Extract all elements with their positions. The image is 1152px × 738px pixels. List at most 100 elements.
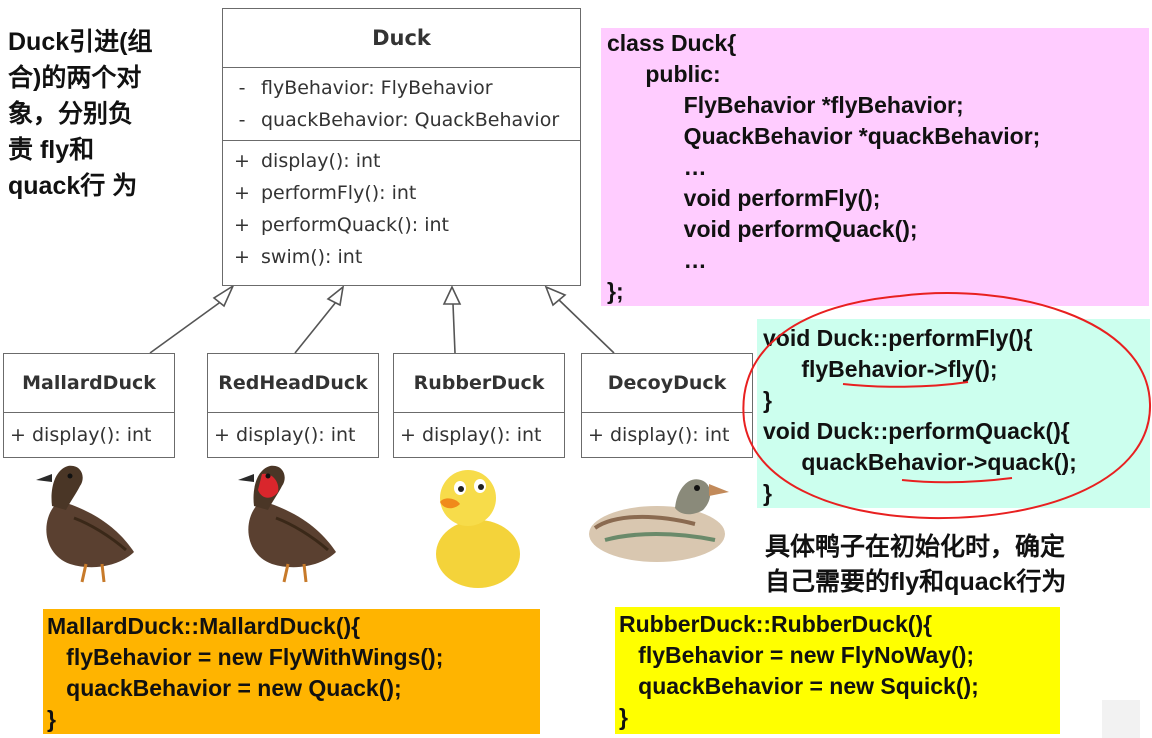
attribute-row: -flyBehavior: FlyBehavior — [223, 72, 580, 104]
duck-class-name: Duck — [223, 9, 580, 68]
inheritance-line — [294, 301, 337, 354]
code-line: public: — [607, 61, 721, 87]
code-line: … — [607, 154, 707, 180]
code-line: void Duck::performFly(){ — [763, 325, 1033, 351]
method-row: + display(): int — [394, 419, 564, 451]
code-line: void Duck::performQuack(){ — [763, 418, 1070, 444]
method-text: display(): int — [610, 424, 730, 446]
method-text: display(): int — [32, 424, 152, 446]
method-row: + performQuack(): int — [223, 209, 580, 241]
code-line: quackBehavior = new Quack(); — [47, 675, 402, 701]
code-line: } — [47, 706, 56, 732]
intro-line: Duck引进(组 — [8, 28, 153, 56]
mallard-constructor-code-block: MallardDuck::MallardDuck(){ flyBehavior … — [43, 609, 540, 734]
method-implementation-code-block: void Duck::performFly(){ flyBehavior->fl… — [757, 319, 1150, 508]
inheritance-arrowhead — [442, 285, 462, 305]
inheritance-arrowhead — [326, 285, 345, 307]
visibility-marker: + — [234, 182, 250, 204]
duck-methods: + display(): int + performFly(): int + perf… — [223, 141, 580, 277]
subclass-methods: + display(): int — [208, 413, 378, 457]
duck-attributes: -flyBehavior: FlyBehavior -quackBehavior… — [223, 68, 580, 141]
intro-text: Duck引进(组 合)的两个对 象，分别负 责 fly和 quack行 为 — [8, 24, 198, 204]
decoy-duck-image — [589, 479, 729, 562]
method-text: performQuack(): int — [261, 214, 449, 236]
duck-class-box: Duck -flyBehavior: FlyBehavior -quackBeh… — [222, 8, 581, 286]
class-declaration-code-block: class Duck{ public: FlyBehavior *flyBeha… — [601, 28, 1149, 306]
attribute-row: -quackBehavior: QuackBehavior — [223, 104, 580, 136]
method-row: + performFly(): int — [223, 177, 580, 209]
code-line: … — [607, 247, 707, 273]
mallard-duck-image — [36, 465, 134, 583]
method-text: display(): int — [422, 424, 542, 446]
rubber-duck-image — [436, 470, 520, 588]
code-line: void performFly(); — [607, 185, 881, 211]
inheritance-arrowhead — [212, 283, 235, 308]
method-text: display(): int — [236, 424, 356, 446]
corner-placeholder — [1102, 700, 1140, 738]
decoyduck-class-box: DecoyDuck + display(): int — [581, 353, 753, 458]
code-line: flyBehavior->fly(); — [763, 356, 998, 382]
subclass-name: DecoyDuck — [582, 354, 752, 413]
method-row: + swim(): int — [223, 241, 580, 273]
code-line: QuackBehavior *quackBehavior; — [607, 123, 1041, 149]
code-line: quackBehavior = new Squick(); — [619, 673, 979, 699]
attribute-text: quackBehavior: QuackBehavior — [261, 109, 560, 131]
visibility-marker: + — [214, 424, 230, 446]
code-line: void performQuack(); — [607, 216, 918, 242]
underline-quackbehavior — [901, 477, 1013, 484]
code-line: RubberDuck::RubberDuck(){ — [619, 611, 933, 637]
code-line: MallardDuck::MallardDuck(){ — [47, 613, 361, 639]
visibility-marker: - — [238, 77, 246, 99]
subclass-methods: + display(): int — [394, 413, 564, 457]
visibility-marker: + — [234, 214, 250, 236]
attribute-text: flyBehavior: FlyBehavior — [261, 77, 493, 99]
rubberduck-class-box: RubberDuck + display(): int — [393, 353, 565, 458]
code-line: FlyBehavior *flyBehavior; — [607, 92, 964, 118]
subclass-methods: + display(): int — [582, 413, 752, 457]
code-line: class Duck{ — [607, 30, 737, 56]
note-line: 自己需要的fly和quack行为 — [765, 568, 1067, 596]
inheritance-line — [452, 303, 456, 354]
code-line: flyBehavior = new FlyNoWay(); — [619, 642, 975, 668]
mallardduck-class-box: MallardDuck + display(): int — [3, 353, 175, 458]
visibility-marker: + — [588, 424, 604, 446]
inheritance-line — [557, 298, 615, 354]
note-line: 具体鸭子在初始化时，确定 — [765, 533, 1066, 561]
code-line: }; — [607, 278, 624, 304]
subclass-name: RubberDuck — [394, 354, 564, 413]
code-line: flyBehavior = new FlyWithWings(); — [47, 644, 444, 670]
intro-line: quack行 为 — [8, 172, 138, 200]
method-text: display(): int — [261, 150, 381, 172]
subclass-name: RedHeadDuck — [208, 354, 378, 413]
intro-line: 合)的两个对 — [8, 64, 142, 92]
inheritance-arrowhead — [544, 285, 567, 307]
intro-line: 象，分别负 — [8, 100, 134, 128]
visibility-marker: + — [234, 246, 250, 268]
code-line: } — [619, 704, 628, 730]
code-line: quackBehavior->quack(); — [763, 449, 1077, 475]
underline-flybehavior — [842, 381, 969, 388]
visibility-marker: + — [10, 424, 26, 446]
note-text: 具体鸭子在初始化时，确定 自己需要的fly和quack行为 — [765, 530, 1150, 600]
method-text: swim(): int — [261, 246, 363, 268]
method-row: + display(): int — [582, 419, 752, 451]
method-row: + display(): int — [208, 419, 378, 451]
method-text: performFly(): int — [261, 182, 417, 204]
highlight-circle — [742, 292, 1152, 520]
subclass-name: MallardDuck — [4, 354, 174, 413]
redheadduck-class-box: RedHeadDuck + display(): int — [207, 353, 379, 458]
visibility-marker: + — [234, 150, 250, 172]
visibility-marker: - — [238, 109, 246, 131]
subclass-methods: + display(): int — [4, 413, 174, 457]
rubber-constructor-code-block: RubberDuck::RubberDuck(){ flyBehavior = … — [615, 607, 1060, 734]
code-line: } — [763, 480, 772, 506]
visibility-marker: + — [400, 424, 416, 446]
redhead-duck-image — [238, 465, 336, 583]
code-line: } — [763, 387, 772, 413]
intro-line: 责 fly和 — [8, 136, 95, 164]
method-row: + display(): int — [223, 145, 580, 177]
inheritance-line — [149, 297, 227, 354]
method-row: + display(): int — [4, 419, 174, 451]
